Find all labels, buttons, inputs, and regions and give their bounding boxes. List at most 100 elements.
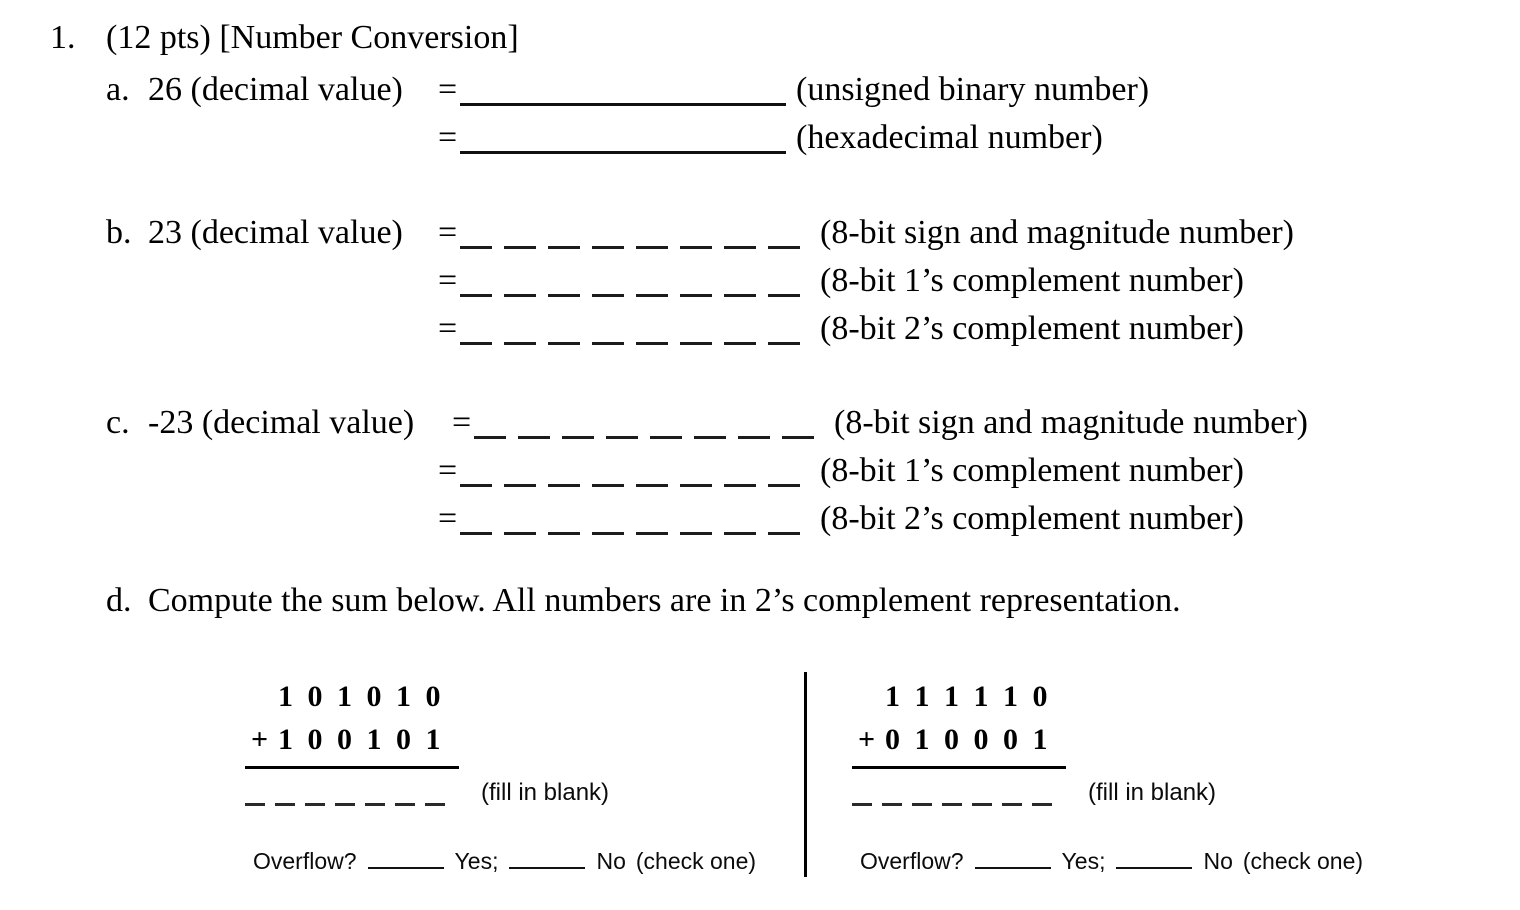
overflow-no-blank [1116, 855, 1193, 869]
bit-blank [460, 307, 492, 345]
sum-problem-right: 1 1 1 1 1 0 +0 1 0 0 0 1 (fill in blank)… [852, 675, 1452, 875]
bit-blank [768, 497, 800, 535]
overflow-yes-label: Yes; [1061, 848, 1106, 874]
part-a-row-2: = (hexadecimal number) [0, 116, 1520, 160]
bit-blank [460, 211, 492, 249]
bit-blank-slots [460, 307, 800, 345]
bit-blank-slots [460, 497, 800, 535]
answer-bit-blank [972, 785, 992, 806]
answer-blank-line [460, 116, 786, 154]
bit-blank [636, 449, 668, 487]
check-one-note: (check one) [635, 848, 757, 874]
part-b-row-2: = (8-bit 1’s complement number) [0, 259, 1520, 303]
part-b-label: b. [106, 214, 132, 251]
answer-row: (fill in blank) [245, 778, 845, 806]
answer-bit-blank [912, 785, 932, 806]
part-b-row-1: b. 23 (decimal value) = (8-bit sign and … [0, 211, 1520, 255]
bit-blank-slots [474, 401, 814, 439]
bit-blank [636, 211, 668, 249]
bit-blank [504, 497, 536, 535]
sum-problem-left: 1 0 1 0 1 0 +1 0 0 1 0 1 (fill in blank)… [245, 675, 845, 875]
bit-blank [592, 211, 624, 249]
addend-1-digits: 1 0 1 0 1 0 [278, 680, 441, 713]
overflow-no-label: No [1203, 848, 1233, 874]
overflow-question: Overflow? [253, 848, 357, 874]
bit-blank [460, 449, 492, 487]
bit-blank [680, 497, 712, 535]
bit-blank [504, 211, 536, 249]
bit-blank [768, 259, 800, 297]
part-c-prompt: -23 (decimal value) [148, 404, 415, 441]
bit-blank [724, 307, 756, 345]
answer-blank-slots [245, 785, 445, 806]
bit-blank [636, 307, 668, 345]
fill-in-blank-note: (fill in blank) [481, 779, 610, 806]
equals-sign: = [438, 71, 458, 108]
bit-blank [592, 497, 624, 535]
question-header: 1. (12 pts) [Number Conversion] [0, 16, 1520, 60]
part-d-label: d. [106, 582, 132, 619]
bit-blank [724, 449, 756, 487]
part-c-row-2-suffix: (8-bit 1’s complement number) [820, 452, 1244, 489]
bit-blank [782, 401, 814, 439]
part-a-row-1-suffix: (unsigned binary number) [796, 71, 1150, 108]
part-c-label: c. [106, 404, 130, 441]
question-number: 1. [50, 19, 76, 56]
part-a-prompt: 26 (decimal value) [148, 71, 403, 108]
bit-blank [548, 259, 580, 297]
addend-2-digits: 0 1 0 0 0 1 [885, 723, 1048, 756]
bit-blank-slots [460, 259, 800, 297]
bit-blank [738, 401, 770, 439]
answer-bit-blank [882, 785, 902, 806]
bit-blank [680, 259, 712, 297]
bit-blank [518, 401, 550, 439]
bit-blank [592, 259, 624, 297]
bit-blank [680, 307, 712, 345]
addend-row-2: +1 0 0 1 0 1 [251, 718, 459, 761]
part-b-row-3-suffix: (8-bit 2’s complement number) [820, 310, 1244, 347]
answer-blank-line [460, 68, 786, 106]
bit-blank [680, 211, 712, 249]
overflow-question: Overflow? [860, 848, 964, 874]
bit-blank [548, 449, 580, 487]
answer-blank-slots [852, 785, 1052, 806]
overflow-row: Overflow? Yes; No (check one) [245, 848, 845, 875]
answer-bit-blank [1002, 785, 1022, 806]
answer-bit-blank [942, 785, 962, 806]
equals-sign: = [438, 452, 458, 489]
answer-row: (fill in blank) [852, 778, 1452, 806]
equals-sign: = [438, 500, 458, 537]
plus-sign: + [858, 723, 876, 756]
bit-blank [636, 259, 668, 297]
answer-bit-blank [275, 785, 295, 806]
part-a-label: a. [106, 71, 130, 108]
equals-sign: = [438, 310, 458, 347]
bit-blank [504, 307, 536, 345]
overflow-no-label: No [596, 848, 626, 874]
equals-sign: = [438, 214, 458, 251]
bit-blank [606, 401, 638, 439]
bit-blank [548, 211, 580, 249]
equals-sign: = [452, 404, 472, 441]
bit-blank [768, 211, 800, 249]
bit-blank [474, 401, 506, 439]
answer-bit-blank [852, 785, 872, 806]
bit-blank [504, 259, 536, 297]
equals-sign: = [438, 262, 458, 299]
vertical-divider [804, 672, 807, 877]
bit-blank [680, 449, 712, 487]
bit-blank [460, 259, 492, 297]
equals-sign: = [438, 119, 458, 156]
part-b-prompt: 23 (decimal value) [148, 214, 403, 251]
bit-blank [768, 307, 800, 345]
part-a-row-1: a. 26 (decimal value) = (unsigned binary… [0, 68, 1520, 112]
overflow-yes-label: Yes; [454, 848, 499, 874]
answer-bit-blank [305, 785, 325, 806]
sum-block: 1 1 1 1 1 0 +0 1 0 0 0 1 [852, 675, 1066, 769]
overflow-row: Overflow?Yes;No(check one) [852, 848, 1452, 875]
addend-row-2: +0 1 0 0 0 1 [858, 718, 1066, 761]
part-c-row-3-suffix: (8-bit 2’s complement number) [820, 500, 1244, 537]
bit-blank [724, 211, 756, 249]
part-c-row-2: = (8-bit 1’s complement number) [0, 449, 1520, 493]
bit-blank [548, 497, 580, 535]
